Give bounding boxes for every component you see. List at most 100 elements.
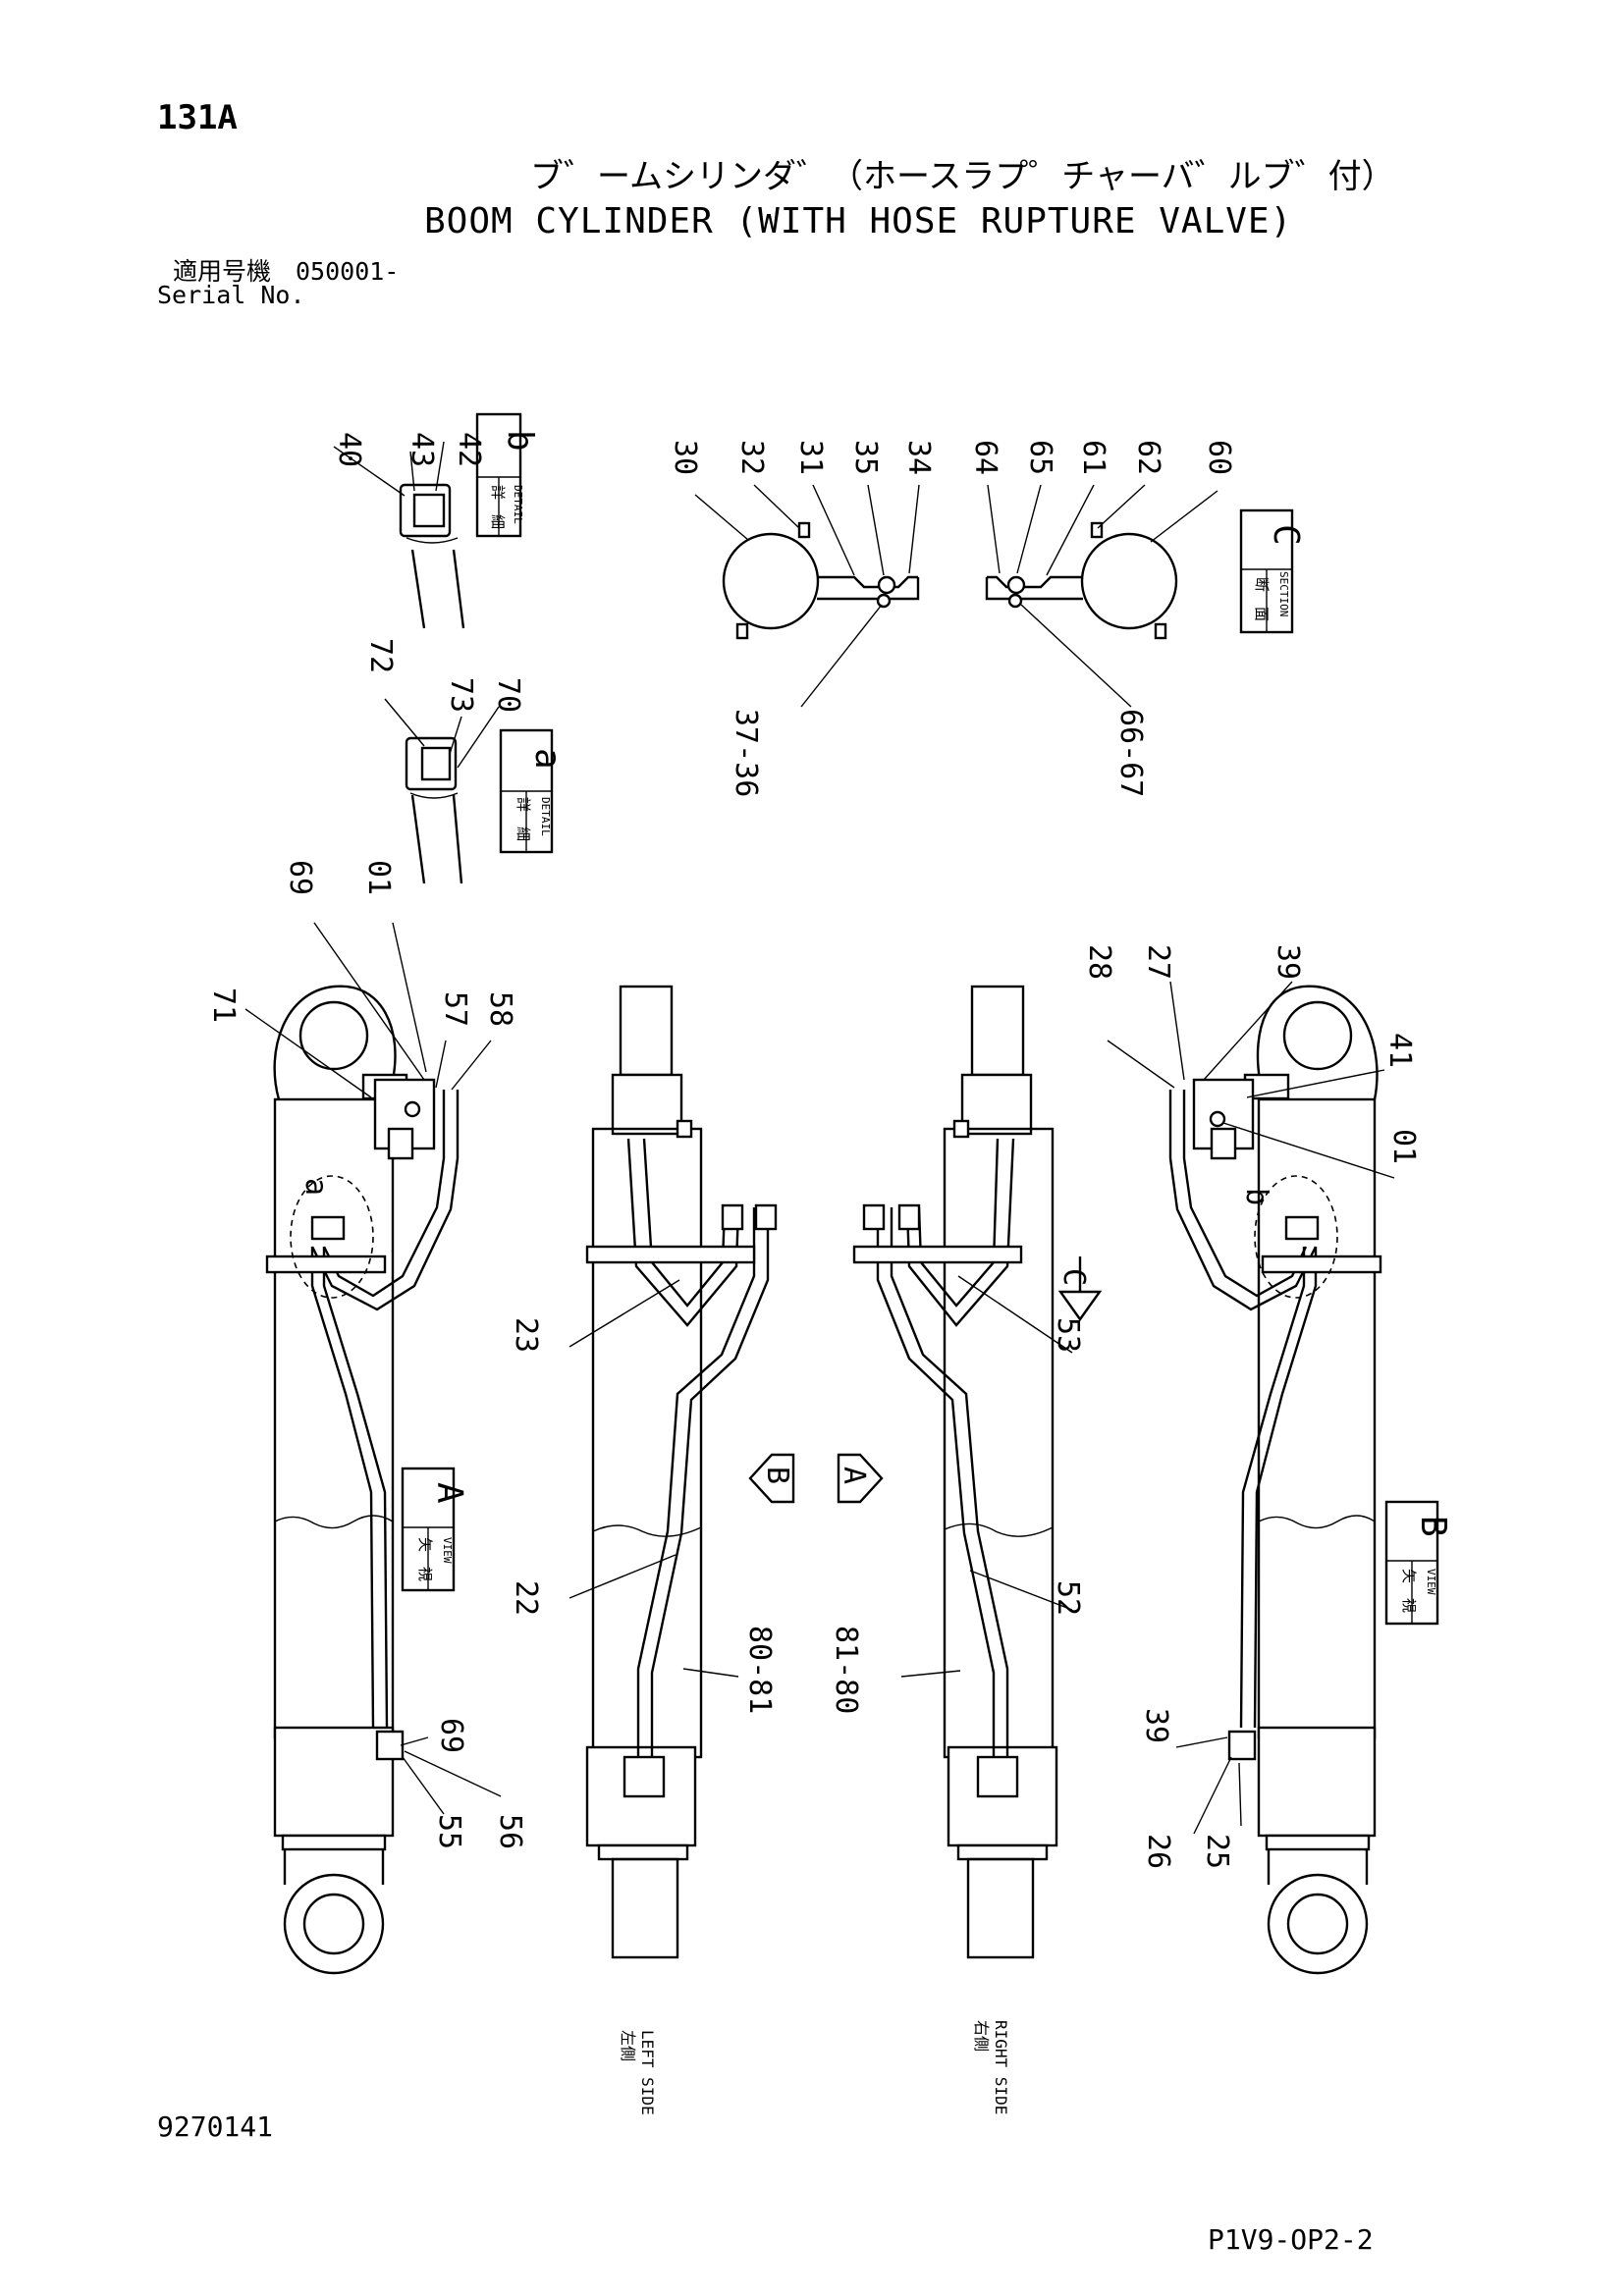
left-side-jp: 左側 — [619, 2030, 637, 2061]
box-en: VIEW — [1425, 1569, 1437, 1595]
callout-label: 30 — [668, 440, 702, 475]
callout-label: 01 — [1386, 1129, 1421, 1164]
sheet-code: P1V9-OP2-2 — [1208, 2223, 1374, 2256]
left-side-labels: 23 22 80-81 左側 LEFT SIDE — [509, 1317, 777, 2115]
callout-label: 57 — [438, 991, 472, 1027]
right-side-en: RIGHT SIDE — [992, 2020, 1010, 2114]
arrow-letter-b: B — [760, 1467, 794, 1484]
callout-label: 01 — [361, 860, 396, 895]
arrow-letter-c: C — [1056, 1268, 1091, 1286]
detail-a-drawing — [384, 698, 500, 884]
view-a-cylinder — [265, 985, 460, 1975]
callout-label: 69 — [283, 860, 317, 895]
view-b-box: B 矢 視 VIEW — [1384, 1500, 1453, 1626]
callout-label: 52 — [1051, 1580, 1085, 1616]
callout-label: 80-81 — [742, 1626, 777, 1714]
view-a-leaders — [244, 922, 502, 1815]
box-en: DETAIL — [539, 797, 552, 836]
callout-label: 22 — [509, 1580, 543, 1616]
serial-japanese: 適用号機 050001- — [173, 257, 400, 286]
box-letter: b — [500, 430, 540, 452]
title-japanese: ブ゛ームシリンダ゛（ホースラプ゜チャーバ゛ルブ゛付） — [530, 157, 1395, 196]
callout-label: 58 — [483, 991, 517, 1027]
section-c-labels: 30 32 31 35 34 37-36 64 65 61 62 60 66-6… — [668, 440, 1236, 797]
callout-label: 25 — [1200, 1834, 1234, 1869]
callout-label: 32 — [734, 440, 769, 475]
detail-mark: a — [298, 1178, 333, 1196]
callout-label: 61 — [1076, 440, 1110, 475]
callout-label: 35 — [848, 440, 883, 475]
callout-label: 39 — [1139, 1708, 1173, 1743]
document-number: 9270141 — [157, 2110, 274, 2143]
callout-label: 56 — [493, 1814, 527, 1849]
callout-label: 28 — [1082, 944, 1116, 980]
callout-label: 72 — [363, 638, 398, 673]
box-en: VIEW — [441, 1537, 454, 1564]
callout-label: 39 — [1271, 944, 1305, 980]
left-side-en: LEFT SIDE — [638, 2030, 657, 2115]
box-jp: 矢 視 — [1400, 1569, 1418, 1613]
page-number: 131A — [157, 98, 238, 137]
box-en: DETAIL — [512, 485, 524, 524]
callout-label: 42 — [452, 432, 486, 467]
callout-label: 71 — [206, 988, 241, 1023]
callout-label: 34 — [901, 440, 936, 475]
box-jp: 断 面 — [1253, 577, 1271, 621]
title-english: BOOM CYLINDER (WITH HOSE RUPTURE VALVE) — [424, 201, 1293, 241]
detail-a-box: a 詳 細 DETAIL — [499, 728, 568, 854]
left-side-cylinder — [585, 985, 778, 1959]
box-letter: a — [527, 748, 568, 770]
view-b-leaders — [1107, 981, 1395, 1835]
serial-english: Serial No. — [157, 281, 305, 309]
section-c-right — [985, 521, 1178, 640]
callout-label: 27 — [1141, 944, 1175, 980]
callout-label: 62 — [1131, 440, 1165, 475]
left-side-leaders — [568, 1279, 739, 1678]
callout-label: 70 — [491, 677, 525, 713]
box-letter: C — [1266, 524, 1306, 546]
detail-a-labels: 72 73 70 — [363, 638, 525, 713]
callout-label: 26 — [1141, 1834, 1175, 1869]
callout-label: 65 — [1023, 440, 1057, 475]
callout-label: 23 — [509, 1317, 543, 1353]
view-arrow-c: C — [1056, 1256, 1103, 1322]
section-c-box: C 断 面 SECTION — [1239, 508, 1306, 634]
callout-label: 31 — [793, 440, 828, 475]
callout-label: 43 — [405, 432, 439, 467]
view-arrow-a: A — [837, 1453, 884, 1504]
callout-label: 37-36 — [729, 709, 763, 797]
callout-label: 69 — [434, 1718, 468, 1753]
detail-mark: b — [1239, 1188, 1273, 1205]
right-side-cylinder — [852, 985, 1058, 1959]
view-a-box: A 矢 視 VIEW — [401, 1467, 469, 1592]
view-a-labels: 71 69 01 57 58 69 55 56 a — [206, 860, 527, 1849]
callout-label: 64 — [968, 440, 1002, 475]
detail-b-drawing — [333, 441, 465, 629]
section-c-leaders — [694, 484, 1218, 708]
box-en: SECTION — [1277, 571, 1290, 616]
callout-label: 41 — [1382, 1033, 1417, 1068]
callout-label: 81-80 — [829, 1626, 863, 1714]
box-letter: B — [1413, 1516, 1453, 1537]
box-jp: 詳 細 — [489, 485, 507, 529]
callout-label: 40 — [332, 432, 366, 467]
box-jp: 詳 細 — [514, 797, 532, 841]
detail-b-box: b 詳 細 DETAIL — [475, 412, 540, 538]
callout-label: 73 — [444, 677, 478, 713]
right-side-labels: 53 52 81-80 右側 RIGHT SIDE — [829, 1317, 1085, 2114]
callout-label: 60 — [1202, 440, 1236, 475]
section-c-left — [722, 521, 920, 640]
detail-b-labels: 40 43 42 — [332, 432, 486, 467]
callout-label: 66-67 — [1113, 709, 1148, 797]
right-side-jp: 右側 — [972, 2020, 991, 2052]
right-side-leaders — [900, 1275, 1073, 1678]
callout-label: 55 — [432, 1814, 466, 1849]
box-jp: 矢 視 — [416, 1537, 434, 1581]
callout-label: 53 — [1051, 1317, 1085, 1353]
view-b-labels: 28 27 39 41 01 39 26 25 b — [1082, 944, 1421, 1869]
box-letter: A — [429, 1482, 469, 1504]
view-b-cylinder — [1168, 985, 1382, 1975]
view-arrow-b: B — [748, 1453, 795, 1504]
arrow-letter-a: A — [837, 1467, 871, 1484]
